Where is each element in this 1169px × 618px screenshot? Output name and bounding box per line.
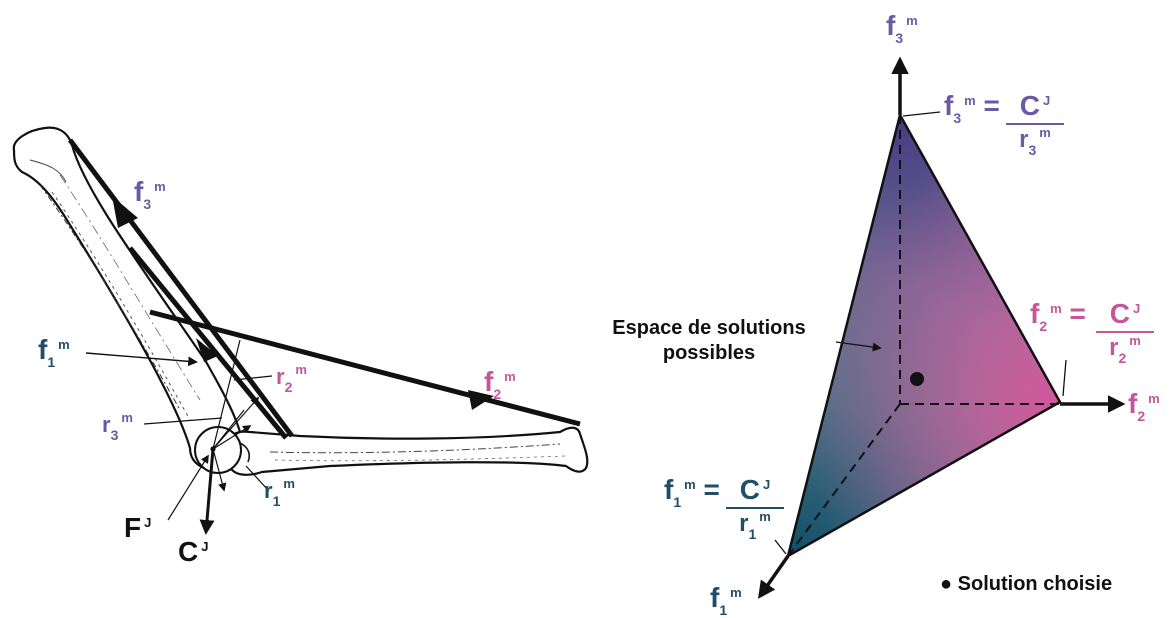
label-r3m: r3m: [102, 410, 133, 443]
legend-dot-icon: ●: [940, 573, 953, 595]
leader-lines: [85, 352, 273, 521]
axis-f1: [757, 554, 790, 599]
f1-arrowhead: [196, 338, 218, 362]
equation-f3-lhs: f3m =: [944, 90, 1000, 126]
muscle-lines: [68, 138, 581, 440]
f3-arrowhead: [112, 196, 138, 228]
forearm-bone: [226, 426, 589, 476]
equation-f1-lhs: f1m =: [664, 474, 720, 510]
solution-space-label: Espace de solutions possibles: [612, 317, 806, 364]
axis-label-f3: f3m: [886, 10, 918, 46]
chosen-solution-dot: [910, 372, 924, 386]
equation-leaders: [774, 111, 1067, 555]
axis-label-f2: f2m: [1128, 388, 1160, 424]
label-f1m: f1m: [38, 334, 70, 370]
label-f2m: f2m: [484, 366, 516, 402]
label-r1m: r1m: [264, 476, 295, 509]
axes: [757, 56, 1126, 599]
equation-f2-lhs: f2m =: [1030, 298, 1086, 334]
f2-arrowhead: [468, 390, 494, 410]
muscle-arrowheads: [112, 196, 494, 410]
legend: ● Solution choisie: [940, 574, 1112, 594]
moment-arms: [199, 339, 260, 535]
legend-label: Solution choisie: [957, 573, 1113, 595]
joint-force-arrow: [199, 448, 215, 535]
axis-label-f1: f1m: [710, 582, 742, 618]
label-r2m: r2m: [276, 362, 307, 395]
label-f3m: f3m: [134, 176, 166, 212]
